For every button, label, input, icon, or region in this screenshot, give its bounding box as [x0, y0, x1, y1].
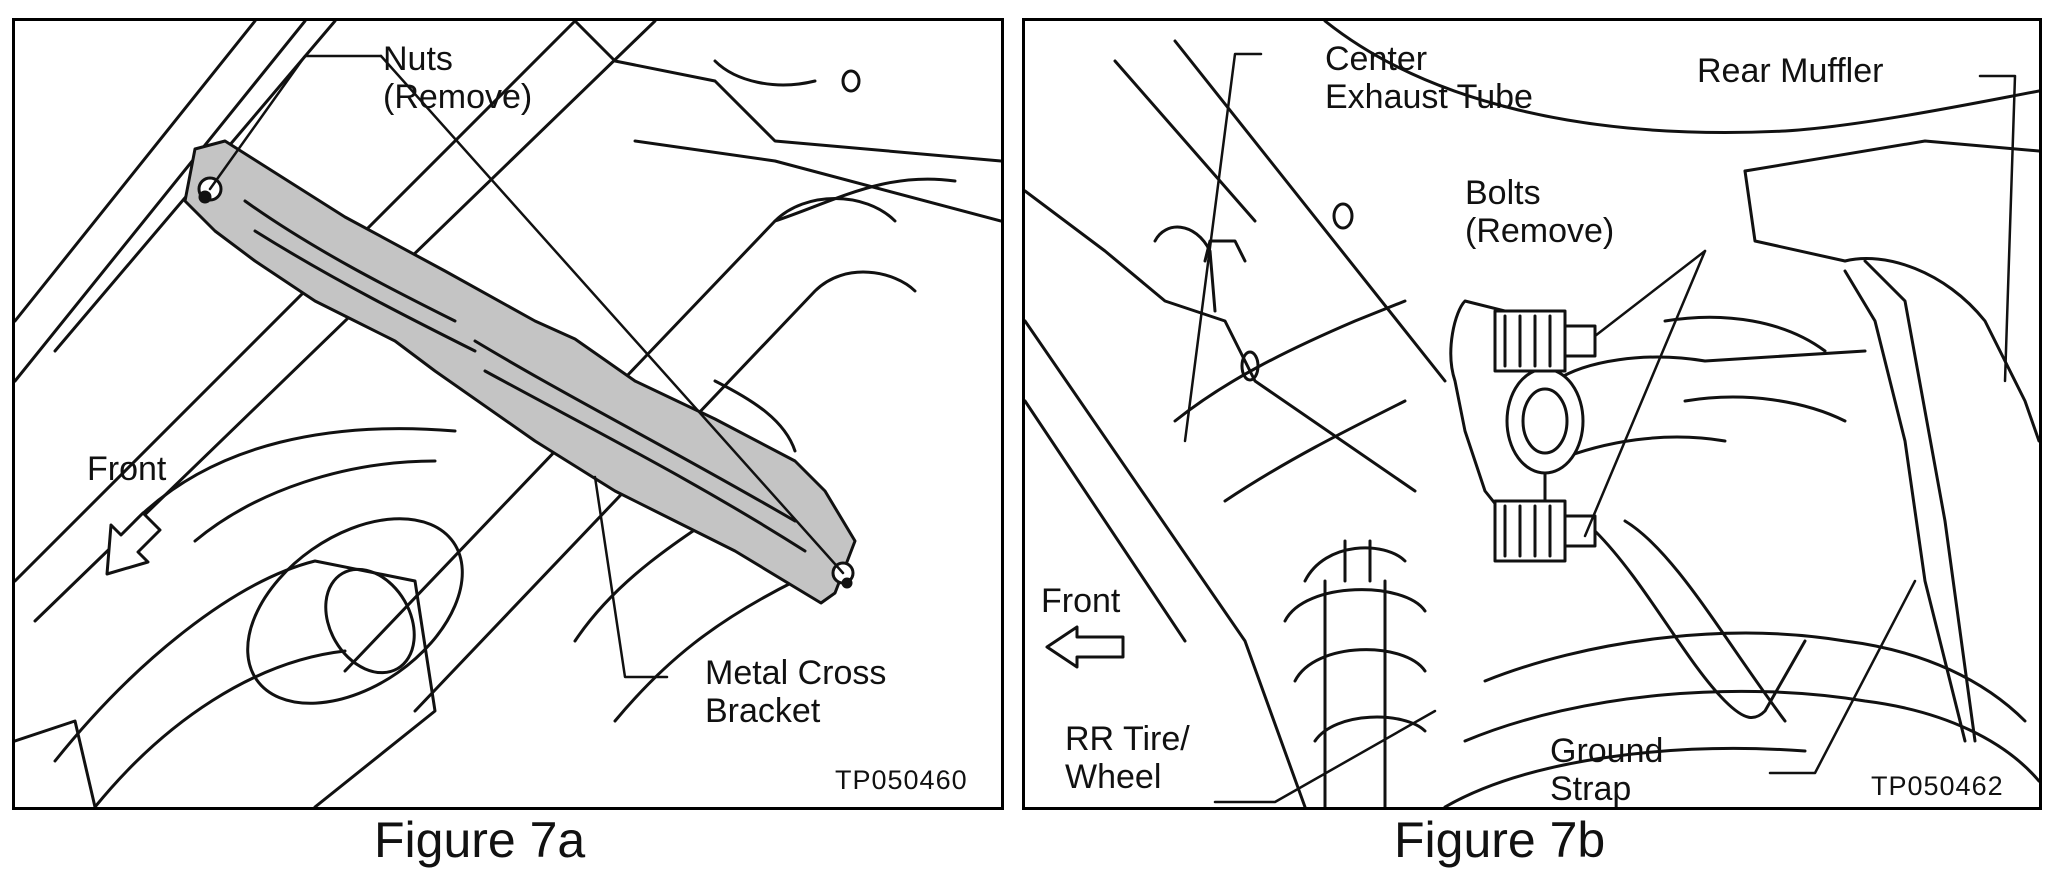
center-exhaust-label-line2: Exhaust Tube [1325, 78, 1533, 116]
ground-strap-label-line1: Ground [1550, 732, 1664, 770]
figure-7b-caption: Figure 7b [1394, 812, 1606, 868]
figure-code: TP050460 [835, 765, 968, 795]
center-exhaust-label-line1: Center [1325, 40, 1428, 78]
leader-lines [1183, 52, 2017, 804]
rr-tire-wheel [1443, 631, 2039, 807]
bracket-label-line2: Bracket [705, 692, 821, 730]
ground-strap-label-line2: Strap [1550, 770, 1632, 808]
leader-lines [208, 54, 845, 679]
nuts-label-line2: (Remove) [383, 78, 533, 116]
ground-strap [1593, 519, 1807, 723]
front-label: Front [87, 450, 167, 488]
rr-tire-label-line1: RR Tire/ [1065, 720, 1190, 758]
figure-7b-illustration [1025, 21, 2039, 807]
muffler [53, 427, 464, 807]
rear-muffler [1663, 139, 2039, 743]
figure-code: TP050462 [1871, 771, 2004, 801]
coil-spring [1283, 539, 1427, 807]
bolts-label-line2: (Remove) [1465, 212, 1615, 250]
body-structure [1025, 21, 2039, 807]
nuts-label-line1: Nuts [383, 40, 453, 78]
exhaust-pipe [324, 177, 957, 713]
front-arrow-icon [105, 511, 162, 576]
figure-7b-panel: Center Exhaust Tube Rear Muffler Bolts (… [1022, 18, 2042, 810]
figure-7a-illustration [15, 21, 1001, 807]
rr-tire-label-line2: Wheel [1065, 758, 1162, 796]
figure-7a-panel: Nuts (Remove) Front Metal Cross Bracket … [12, 18, 1004, 810]
bracket-label-line1: Metal Cross [705, 654, 887, 692]
center-exhaust-tube [1173, 299, 1407, 503]
bolts-label-line1: Bolts [1465, 174, 1541, 212]
figure-7a-caption: Figure 7a [374, 812, 586, 868]
rear-muffler-label: Rear Muffler [1697, 52, 1884, 90]
front-label: Front [1041, 582, 1121, 620]
front-arrow-icon [1045, 625, 1125, 669]
